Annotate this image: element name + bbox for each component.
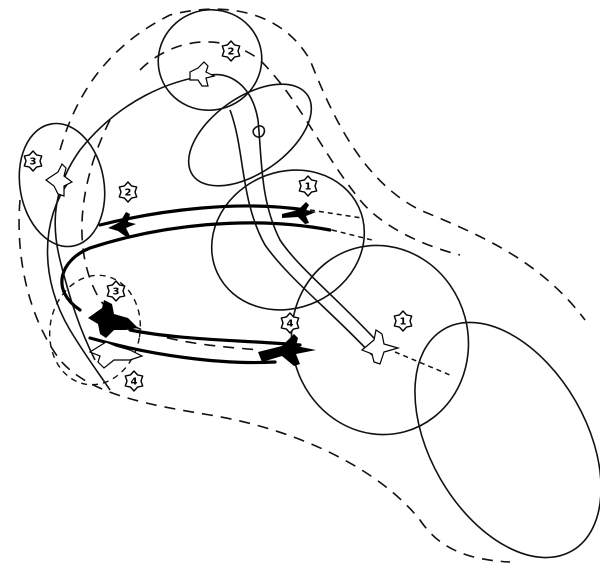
cross-section-rings [10,0,600,568]
target-jet-2 [190,62,214,86]
badge-number: 2 [125,188,132,199]
badge-number: 4 [131,377,138,388]
attacker-entry-dash-2 [332,230,372,240]
target-jet-4 [90,342,142,368]
position-badge-black-4: 4 [281,313,298,333]
attacker-path-lower [62,223,330,310]
attacker-jet-1 [282,202,316,224]
tube-bottom-edge [19,200,510,562]
target-jet-1 [362,330,398,364]
attacker-path-exit [130,330,300,345]
badge-number: 3 [30,157,37,168]
ring-end [376,290,600,568]
position-badge-black-1: 1 [299,176,316,196]
tube-top-edge [60,9,585,320]
badge-number: 3 [113,287,120,298]
badge-number: 4 [287,319,294,330]
target-path-inner [230,110,372,355]
attacker-jet-2 [108,212,136,236]
position-badge-white-4: 4 [125,371,142,391]
position-badge-white-2-top: 2 [222,41,239,61]
badge-number: 2 [228,47,235,58]
badge-number: 1 [400,317,407,328]
attacker-jet-3 [88,300,138,338]
badge-number: 1 [305,182,312,193]
tube-inner-edge [140,42,460,255]
attacker-entry-dash-1 [310,210,362,218]
position-badge-white-1: 1 [394,311,411,331]
ring-middle [189,145,388,334]
position-badge-white-3-left: 3 [24,151,41,171]
position-badge-black-2: 2 [119,182,136,202]
